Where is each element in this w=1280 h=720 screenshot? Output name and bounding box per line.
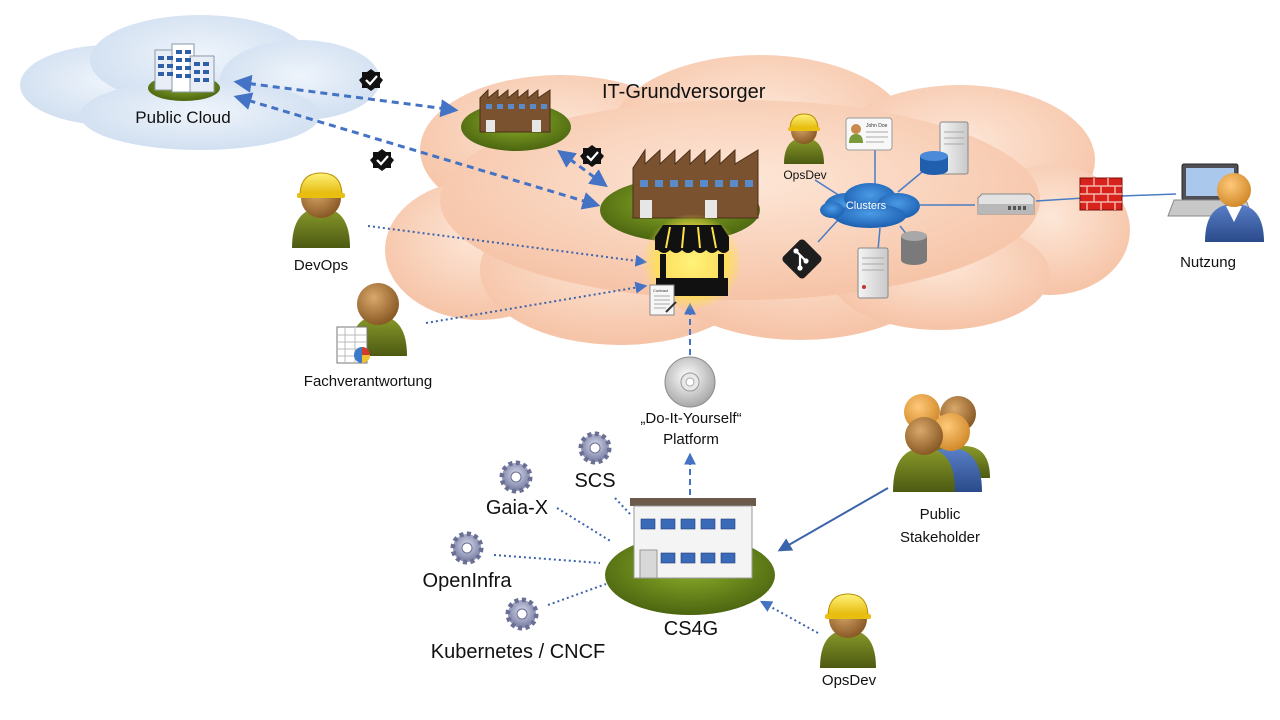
office-building-icon bbox=[605, 498, 775, 615]
label-public-stakeholder-line1: Public bbox=[919, 506, 961, 523]
label-opsdev-top: OpsDev bbox=[783, 168, 827, 182]
gear-icon-kubernetes bbox=[505, 597, 539, 631]
network-switch-icon bbox=[977, 193, 1035, 215]
label-nutzung: Nutzung bbox=[1180, 254, 1236, 271]
contract-icon: Contract bbox=[649, 284, 677, 316]
label-diy-platform-line1: „Do-It-Yourself“ bbox=[640, 410, 742, 427]
label-scs: SCS bbox=[574, 470, 616, 492]
gear-icon-openinfra bbox=[450, 531, 484, 565]
opsdev-bottom-worker-icon bbox=[820, 593, 876, 668]
label-gaia-x: Gaia-X bbox=[485, 497, 549, 519]
database-icon-blue bbox=[920, 151, 948, 175]
devops-worker-icon bbox=[292, 172, 350, 248]
database-icon-grey bbox=[901, 231, 927, 265]
label-openinfra: OpenInfra bbox=[422, 570, 512, 592]
label-diy-platform-line2: Platform bbox=[663, 431, 719, 448]
opsdev-top-worker-icon bbox=[784, 113, 824, 164]
label-kubernetes: Kubernetes / CNCF bbox=[430, 641, 606, 663]
laptop-user-icon bbox=[1167, 163, 1264, 242]
label-opsdev-bottom: OpsDev bbox=[821, 672, 877, 689]
dotted-connectors bbox=[367, 225, 819, 634]
label-fachverantwortung: Fachverantwortung bbox=[303, 373, 433, 390]
label-public-cloud: Public Cloud bbox=[135, 108, 231, 127]
dashed-connectors bbox=[233, 74, 608, 210]
solid-connectors bbox=[777, 150, 1177, 552]
firewall-icon bbox=[1079, 177, 1123, 211]
diagram-title: IT-Grundversorger bbox=[602, 81, 766, 103]
factory-icon bbox=[461, 88, 571, 151]
gear-icon-scs bbox=[578, 431, 612, 465]
id-card-icon: John Doe bbox=[845, 117, 893, 151]
spreadsheet-icon bbox=[336, 326, 370, 364]
cd-disc-icon bbox=[664, 356, 716, 408]
server-icon-bottom bbox=[857, 247, 889, 299]
git-icon bbox=[782, 239, 822, 279]
verified-badge-icon bbox=[359, 69, 604, 171]
gear-icon-gaia-x bbox=[499, 460, 533, 494]
label-clusters: Clusters bbox=[845, 200, 887, 212]
server-building-icon bbox=[148, 43, 220, 101]
label-public-stakeholder-line2: Stakeholder bbox=[899, 529, 981, 546]
contract-label: Contract bbox=[653, 288, 669, 293]
public-stakeholder-group-icon bbox=[893, 394, 990, 492]
label-devops: DevOps bbox=[293, 257, 349, 274]
clusters-cloud-icon bbox=[820, 183, 920, 228]
id-card-name: John Doe bbox=[866, 123, 888, 129]
label-cs4g: CS4G bbox=[663, 618, 719, 640]
